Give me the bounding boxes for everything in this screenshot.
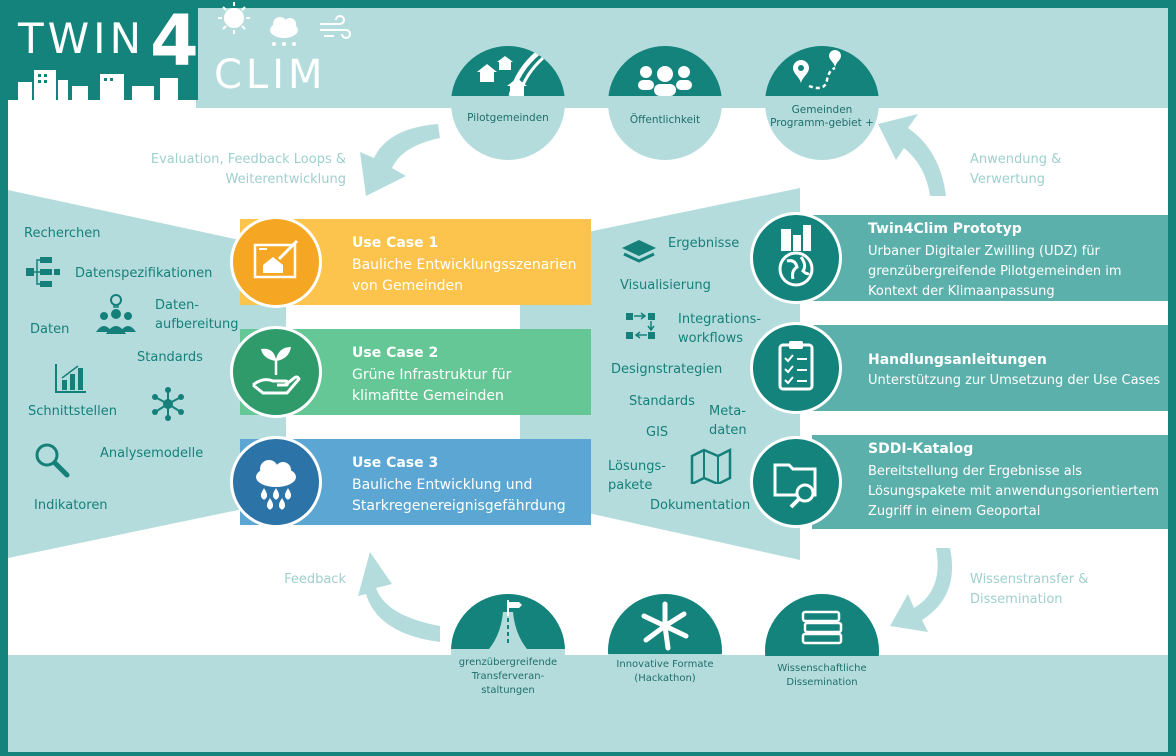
item-indikatoren: Indikatoren	[34, 498, 108, 513]
arrow-bottom-left	[358, 552, 440, 642]
bar-chart-icon	[55, 364, 86, 393]
data-spec-icon	[26, 257, 60, 287]
circle-oeffentlichkeit: Öffentlichkeit	[608, 46, 722, 160]
use-case-title: Use Case 2	[352, 345, 439, 361]
circle-pilotgemeinden: Pilotgemeinden	[451, 46, 565, 160]
item-standards: Standards	[137, 350, 203, 365]
prototype-circle	[750, 212, 842, 304]
item-dokumentation: Dokumentation	[650, 498, 751, 513]
use-case-desc: Grüne Infrastruktur für klimafitte Gemei…	[352, 367, 512, 404]
layers-icon	[622, 240, 656, 263]
map-route-icon	[793, 50, 841, 90]
item-gis: GIS	[646, 425, 669, 440]
building-plan-icon	[253, 239, 299, 279]
item-analysemodelle: Analysemodelle	[100, 446, 204, 461]
gap-2	[286, 414, 520, 440]
use-case-1-circle	[230, 216, 322, 308]
box-title: Handlungsanleitungen	[868, 352, 1047, 368]
heavy-rain-icon	[256, 460, 296, 510]
arrow-bottom-right	[890, 548, 953, 632]
use-case-title: Use Case 1	[352, 235, 439, 251]
item-datenaufbereitung: Daten-aufbereitung	[155, 298, 239, 332]
bottom-band	[8, 655, 1168, 752]
book-stack-icon	[801, 610, 843, 645]
workflow-icon	[626, 312, 655, 339]
circle-label: Innovative Formate (Hackathon)	[616, 659, 714, 684]
box-title: Twin4Clim Prototyp	[868, 221, 1022, 237]
circle-innovative-formate: Innovative Formate (Hackathon)	[608, 594, 722, 708]
box-desc: Unterstützung zur Umsetzung der Use Case…	[868, 373, 1161, 388]
box-desc: Urbaner Digitaler Zwilling (UDZ) für gre…	[868, 244, 1122, 299]
people-group-icon	[638, 66, 692, 96]
box-handlungsanleitungen: Handlungsanleitungen Unterstützung zur U…	[812, 325, 1168, 411]
item-visualisierung: Visualisierung	[620, 278, 711, 293]
item-schnittstellen: Schnittstellen	[28, 404, 118, 419]
logo-digit: 4	[150, 0, 203, 82]
box-desc: Bereitstellung der Ergebnisse als Lösung…	[868, 464, 1160, 519]
rain-cloud-icon	[270, 17, 298, 46]
left-funnel	[8, 190, 286, 558]
catalog-circle	[750, 436, 842, 528]
arrow-label-top-right: Anwendung & Verwertung	[970, 152, 1062, 187]
item-daten: Daten	[30, 322, 70, 337]
folded-map-icon	[690, 448, 732, 484]
arrow-top-right	[878, 114, 946, 196]
data-team-icon	[96, 294, 136, 334]
road-signpost-icon	[489, 600, 527, 649]
houses-icon	[477, 50, 544, 96]
folder-search-icon	[773, 463, 817, 509]
plant-hand-icon	[252, 347, 301, 395]
logo-clim: CLIM	[214, 52, 327, 98]
circle-label: grenzübergreifende Transferveran-staltun…	[458, 657, 558, 696]
gap-1	[286, 304, 520, 330]
guidelines-circle	[750, 322, 842, 414]
city-globe-icon	[778, 225, 814, 287]
circle-label: Gemeinden Programm-gebiet +	[770, 104, 874, 129]
wind-icon	[320, 15, 351, 39]
box-twin4clim-prototyp: Twin4Clim Prototyp Urbaner Digitaler Zwi…	[812, 215, 1168, 301]
use-case-3-circle	[230, 436, 322, 528]
circle-label: Wissenschaftliche Dissemination	[777, 663, 867, 688]
circle-label: Öffentlichkeit	[629, 114, 701, 126]
hands-together-icon	[641, 601, 689, 651]
box-title: SDDI-Katalog	[868, 441, 974, 457]
circle-transferveranstaltungen: grenzübergreifende Transferveran-staltun…	[451, 594, 565, 708]
item-ergebnisse: Ergebnisse	[668, 236, 740, 251]
use-case-title: Use Case 3	[352, 455, 439, 471]
skyline-icon	[18, 70, 178, 100]
item-metadaten: Meta-daten	[709, 404, 747, 438]
use-case-2-circle	[230, 326, 322, 418]
clipboard-checklist-icon	[778, 341, 814, 391]
circle-gemeinden-programmgebiet: Gemeinden Programm-gebiet +	[765, 46, 879, 160]
item-designstrategien: Designstrategien	[611, 362, 723, 377]
item-integrationsworkflows: Integrations-workflows	[678, 312, 762, 346]
arrow-top-left	[360, 124, 440, 196]
network-icon	[152, 387, 184, 421]
use-case-desc: Bauliche Entwicklungsszenarien von Gemei…	[352, 257, 577, 294]
box-sddi-katalog: SDDI-Katalog Bereitstellung der Ergebnis…	[812, 435, 1168, 529]
circle-label: Pilotgemeinden	[467, 112, 549, 124]
use-case-desc: Bauliche Entwicklung und Starkregenereig…	[352, 477, 566, 514]
arrow-label-bottom-right: Wissenstransfer & Dissemination	[970, 572, 1089, 607]
magnifier-icon	[35, 443, 70, 478]
logo-box: TWIN	[8, 8, 198, 100]
weather-icons	[218, 2, 351, 46]
item-datenspezifikationen: Datenspezifikationen	[75, 266, 213, 281]
item-loesungspakete: Lösungs-pakete	[608, 459, 666, 493]
sun-icon	[218, 2, 250, 34]
circle-wissenschaftliche-dissemination: Wissenschaftliche Dissemination	[765, 594, 879, 708]
logo-twin: TWIN	[18, 14, 145, 63]
item-recherchen: Recherchen	[24, 226, 101, 241]
item-mid-standards: Standards	[629, 394, 695, 409]
arrow-label-bottom-left: Feedback	[284, 572, 346, 587]
arrow-label-top-left: Evaluation, Feedback Loops & Weiterentwi…	[150, 152, 346, 187]
